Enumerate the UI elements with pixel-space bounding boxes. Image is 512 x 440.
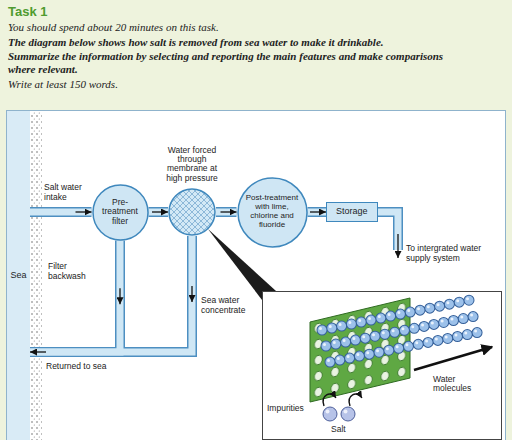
pipe-outline [30, 236, 192, 352]
flow-arrow [221, 211, 237, 212]
pipe-body [30, 209, 92, 216]
pipe-body [30, 236, 192, 352]
inset-ground [262, 291, 502, 440]
filter-circle: Pre-treatment filter [92, 184, 149, 241]
instruction-text: Write at least 150 words. [8, 78, 468, 91]
pipe-connector [30, 212, 92, 213]
storage-box: Storage [326, 202, 378, 222]
flow-arrow [76, 211, 92, 212]
process-label: Post-treatment with lime, chlorine and f… [245, 194, 299, 229]
pipe-outline [308, 207, 327, 217]
instruction-text: You should spend about 20 minutes on thi… [8, 21, 468, 34]
flow-arrow [191, 286, 192, 302]
circle-outline [238, 178, 307, 247]
process-label: Water forced through membrane at high pr… [161, 146, 223, 183]
pipe-label: Sea water concentrate [201, 296, 257, 316]
process-label: Pre-treatment filter [99, 198, 141, 226]
pipe-body [149, 209, 169, 216]
task-title: Task 1 [8, 4, 468, 19]
treatment-circle: Post-treatment with lime, chlorine and f… [237, 177, 308, 248]
circle-outline [169, 189, 215, 235]
instruction-text: The diagram below shows how salt is remo… [8, 36, 468, 49]
pipe-outline [216, 207, 237, 217]
flow-arrow [30, 351, 46, 352]
pipe-outline [30, 241, 120, 353]
flow-arrow [30, 351, 46, 352]
flow-arrow [152, 211, 168, 212]
salt-particles [323, 407, 355, 421]
membrane-inset: Water moleculesImpuritiesSalt [262, 291, 502, 440]
pipe-outline [30, 207, 92, 217]
flow-arrow [119, 288, 120, 304]
pipe-connector [30, 236, 192, 352]
flow-arrow [414, 347, 492, 370]
water-molecules [321, 299, 481, 363]
task-header: Task 1 You should spend about 20 minutes … [8, 4, 468, 90]
pipe-label: Salt water intake [44, 183, 90, 203]
shore-sand [30, 111, 42, 440]
instruction-text: Summarize the information by selecting a… [8, 50, 468, 75]
part-label: Water molecules [433, 375, 489, 394]
flow-arrow [310, 211, 326, 212]
process-label: Storage [336, 207, 368, 217]
pipe-label: Filter backwash [48, 262, 106, 282]
pipe-label: To intergrated water supply system [406, 244, 502, 264]
pipe-connector [308, 212, 327, 213]
pipe-connector [149, 212, 169, 213]
circle-outline [168, 188, 216, 236]
region-label: Sea [10, 271, 26, 281]
pipe-outline [149, 207, 169, 217]
part-label: Salt [331, 425, 361, 434]
sea-region: Sea [7, 111, 30, 440]
circle-outline [93, 185, 148, 240]
pipe-body [308, 209, 327, 216]
pipe-label: Returned to sea [46, 362, 136, 372]
diagram-frame [7, 111, 506, 440]
pipe-connector [216, 212, 237, 213]
pipe-body [216, 209, 237, 216]
pipe-body [30, 241, 120, 353]
pipe-connector [30, 241, 120, 353]
part-label: Impurities [267, 404, 315, 413]
rejection-arrows [323, 394, 362, 406]
membrane-circle: Water forced through membrane at high pr… [160, 146, 224, 236]
